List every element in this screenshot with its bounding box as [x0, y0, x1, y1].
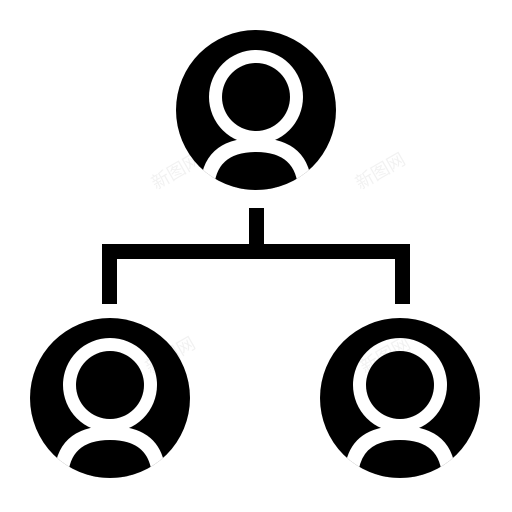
user-node-left — [30, 318, 190, 478]
user-icon — [54, 338, 166, 478]
user-icon — [344, 338, 456, 478]
user-node-top — [176, 30, 336, 190]
watermark-text: 新图网 — [352, 149, 409, 194]
connector-stem — [249, 208, 264, 252]
connector-right-drop — [395, 244, 410, 304]
connector-left-drop — [102, 244, 117, 304]
connector-lines — [102, 208, 410, 304]
watermark-text: 新图网 — [148, 149, 205, 194]
user-icon — [200, 50, 312, 190]
user-node-right — [320, 318, 480, 478]
connector-horizontal — [102, 244, 410, 259]
